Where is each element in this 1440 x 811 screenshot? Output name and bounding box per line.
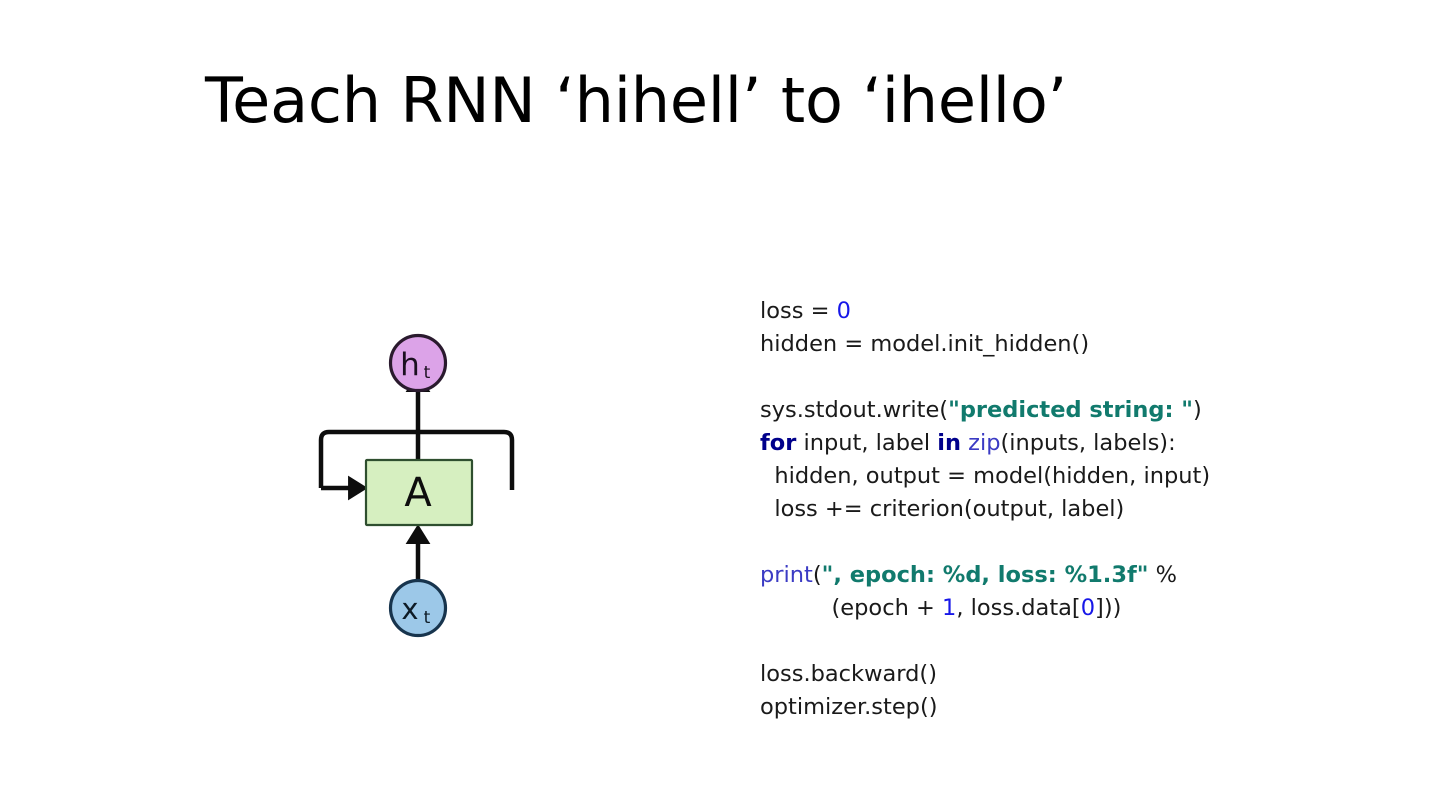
code-token-plain: ])) bbox=[1095, 595, 1122, 621]
rnn-cell-node: A bbox=[364, 458, 474, 527]
code-token-plain: loss.backward() bbox=[760, 661, 937, 687]
code-line: hidden, output = model(hidden, input) bbox=[760, 460, 1380, 493]
code-token-plain: % bbox=[1148, 562, 1178, 588]
code-line bbox=[760, 625, 1380, 658]
code-line bbox=[760, 361, 1380, 394]
rnn-input-label: x bbox=[401, 592, 418, 626]
code-line: loss += criterion(output, label) bbox=[760, 493, 1380, 526]
code-token-number: 1 bbox=[942, 595, 957, 621]
code-line: hidden = model.init_hidden() bbox=[760, 328, 1380, 361]
code-line: sys.stdout.write("predicted string: ") bbox=[760, 394, 1380, 427]
code-token-string: "predicted string: " bbox=[948, 397, 1194, 423]
code-token-plain: hidden = model.init_hidden() bbox=[760, 331, 1090, 357]
code-token-keyword: for bbox=[760, 430, 797, 456]
page-title: Teach RNN ‘hihell’ to ‘ihello’ bbox=[205, 64, 1068, 137]
code-indent bbox=[760, 496, 774, 522]
code-line: for input, label in zip(inputs, labels): bbox=[760, 427, 1380, 460]
code-token-plain: ) bbox=[1193, 397, 1202, 423]
code-token-number: 0 bbox=[1080, 595, 1096, 621]
code-token-plain: loss += criterion(output, label) bbox=[774, 496, 1125, 522]
code-line: optimizer.step() bbox=[760, 691, 1380, 724]
rnn-cell-label: A bbox=[404, 470, 432, 516]
code-token-plain: , loss.data[ bbox=[956, 595, 1081, 621]
code-token-builtin: print bbox=[760, 562, 813, 588]
rnn-output-label: h bbox=[400, 347, 420, 383]
code-token-string: ", epoch: %d, loss: %1.3f" bbox=[821, 562, 1149, 588]
code-token-plain: (inputs, labels): bbox=[1000, 430, 1176, 456]
code-block: loss = 0 hidden = model.init_hidden() sys… bbox=[760, 295, 1380, 724]
code-line: loss = 0 bbox=[760, 295, 1380, 328]
code-token-plain: input, label bbox=[796, 430, 938, 456]
code-token-number: 0 bbox=[836, 298, 851, 324]
rnn-input-node: x t bbox=[388, 578, 448, 638]
code-token-plain: sys.stdout.write( bbox=[760, 397, 949, 423]
code-line: loss.backward() bbox=[760, 658, 1380, 691]
code-token-keyword: in bbox=[937, 430, 961, 456]
code-indent bbox=[760, 595, 832, 621]
rnn-output-node: h t bbox=[388, 333, 448, 393]
code-token-plain: optimizer.step() bbox=[760, 694, 938, 720]
code-token-plain: hidden, output = model(hidden, input) bbox=[774, 463, 1211, 489]
code-token-builtin: zip bbox=[968, 430, 1001, 456]
code-token-plain: (epoch + bbox=[831, 595, 942, 621]
rnn-output-subscript: t bbox=[424, 363, 431, 383]
code-token-plain: loss = bbox=[760, 298, 837, 324]
code-line bbox=[760, 526, 1380, 559]
rnn-diagram: A h t x t bbox=[300, 320, 540, 650]
rnn-input-subscript: t bbox=[424, 608, 431, 628]
code-line: print(", epoch: %d, loss: %1.3f" % bbox=[760, 559, 1380, 592]
code-token-plain: ( bbox=[812, 562, 822, 588]
code-line: (epoch + 1, loss.data[0])) bbox=[760, 592, 1380, 625]
edge-recurrent-loop bbox=[318, 429, 515, 501]
code-indent bbox=[760, 463, 774, 489]
